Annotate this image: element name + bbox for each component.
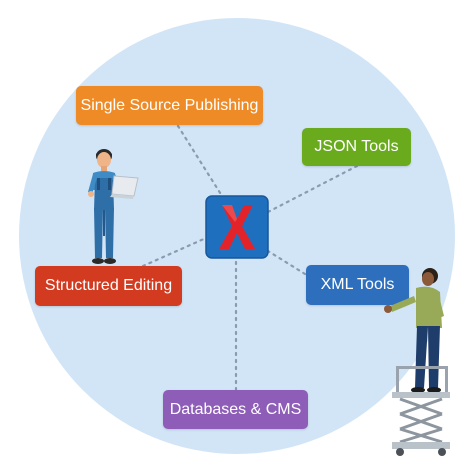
node-label: Databases & CMS bbox=[169, 400, 302, 418]
node-xml-tools: XML Tools bbox=[306, 265, 409, 305]
center-logo bbox=[205, 195, 269, 259]
node-databases-cms: Databases & CMS bbox=[163, 390, 308, 429]
node-single-source-publishing: Single Source Publishing bbox=[76, 86, 263, 125]
connector-json bbox=[266, 164, 359, 214]
node-label: XML Tools bbox=[320, 276, 395, 293]
connector-structured bbox=[141, 236, 208, 268]
node-label: Single Source Publishing bbox=[80, 96, 259, 114]
connector-single-source bbox=[176, 124, 224, 198]
oxygen-x-logo-icon bbox=[205, 195, 269, 259]
node-label: Structured Editing bbox=[44, 277, 173, 294]
connector-lines bbox=[141, 124, 359, 392]
node-label: JSON Tools bbox=[314, 138, 399, 155]
person-on-scissor-lift-icon bbox=[378, 262, 450, 458]
person-with-laptop-icon bbox=[76, 146, 146, 270]
node-json-tools: JSON Tools bbox=[302, 128, 411, 166]
node-structured-editing: Structured Editing bbox=[35, 266, 182, 306]
connector-xml bbox=[266, 249, 307, 276]
